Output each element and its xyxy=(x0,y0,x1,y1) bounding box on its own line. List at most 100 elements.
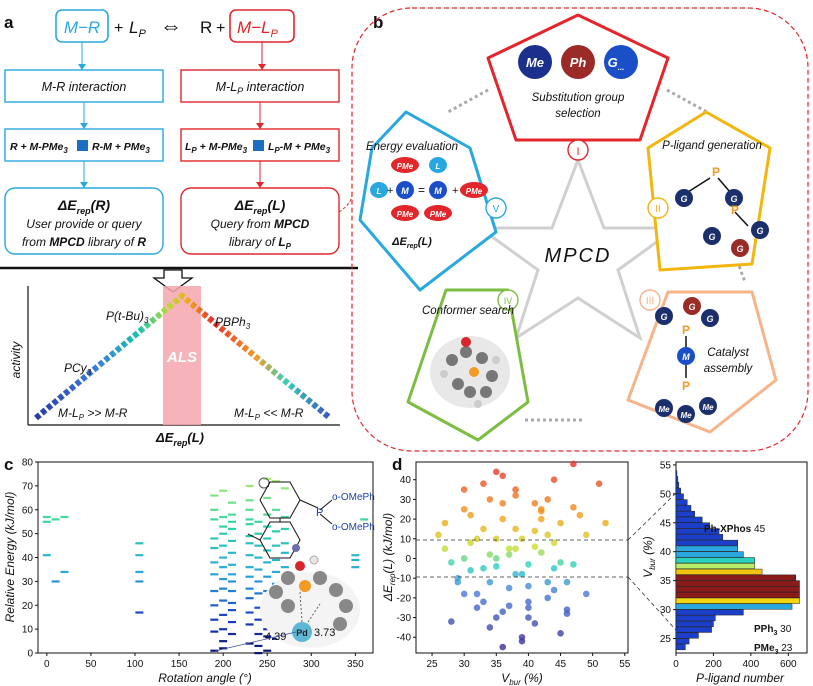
ligand-point xyxy=(518,535,526,543)
histogram-bar xyxy=(675,626,712,633)
ligand-point xyxy=(557,630,564,637)
molecule-omeph-1: o-OMePh xyxy=(332,492,375,503)
conformer-energy-mark xyxy=(227,527,236,531)
histogram-bar xyxy=(675,568,763,575)
conformer-energy-mark xyxy=(219,566,228,569)
catalyst-title-1: Catalyst xyxy=(707,347,749,359)
y-tick-label: 30 xyxy=(660,605,672,616)
conformer-energy-mark xyxy=(280,515,289,519)
p-ligand-title: P-ligand generation xyxy=(662,140,762,152)
svg-text:+: + xyxy=(387,185,393,197)
panel-label-a: a xyxy=(4,13,14,32)
erep-l-title: ΔErep(L) xyxy=(234,197,286,216)
histogram-bar xyxy=(675,510,695,517)
substitution-title-2: selection xyxy=(555,108,600,120)
panel-d-scatter-xlabel: Vbur (%) xyxy=(501,671,543,686)
panel-d-hist-ylabel: Vbur (%) xyxy=(641,536,657,578)
ligand-point xyxy=(582,531,590,539)
histogram-bar xyxy=(675,557,755,564)
histogram-bar xyxy=(675,528,720,535)
ligand-point xyxy=(493,555,500,562)
molecule-omeph-2: o-OMePh xyxy=(332,522,375,533)
ligand-point xyxy=(531,500,539,507)
conformer-energy-mark xyxy=(227,551,236,554)
numeral-v: V xyxy=(493,204,500,215)
conformer-energy-mark xyxy=(360,518,369,521)
svg-text:Me: Me xyxy=(658,405,670,414)
histogram-bar xyxy=(675,644,686,651)
conformer-energy-mark xyxy=(210,518,219,521)
histogram-bar xyxy=(675,499,688,506)
catalyst-title-2: assembly xyxy=(704,363,754,375)
panel-label-d: d xyxy=(392,455,402,474)
ligand-point xyxy=(531,543,539,550)
conformer-energy-mark xyxy=(280,551,289,554)
x-tick-label: 400 xyxy=(743,659,760,670)
histogram-bar xyxy=(675,493,684,500)
svg-text:M: M xyxy=(434,186,442,196)
ligand-point xyxy=(505,584,513,592)
svg-text:PMe: PMe xyxy=(397,162,414,171)
svg-text:Me: Me xyxy=(680,411,692,420)
conformer-energy-mark xyxy=(219,556,228,559)
y-tick-label: 10 xyxy=(22,625,34,636)
annotation-pme3: PMe3 23 xyxy=(754,643,793,656)
conformer-energy-mark xyxy=(227,620,236,624)
svg-text:PMe: PMe xyxy=(430,210,447,219)
y-tick-label: -20 xyxy=(397,593,412,604)
ligand-point xyxy=(544,594,551,602)
volcano-xlabel: ΔErep(L) xyxy=(155,430,204,448)
ligand-point xyxy=(550,539,558,547)
panel-d-hist-xlabel: P-ligand number xyxy=(696,671,785,685)
panel-d-hist-bars xyxy=(675,470,800,651)
als-region xyxy=(163,286,201,425)
ligand-point xyxy=(499,608,507,615)
conformer-energy-mark xyxy=(227,609,236,612)
ligand-point xyxy=(512,545,519,552)
conformer-energy-mark xyxy=(272,637,281,640)
ligand-point xyxy=(460,555,468,562)
ligand-point xyxy=(550,586,558,594)
ligand-point xyxy=(486,551,494,558)
annotation-pph3: PPh3 30 xyxy=(754,624,792,637)
conformer-energy-mark xyxy=(210,589,219,593)
conformer-energy-mark xyxy=(245,523,254,526)
conformer-energy-mark xyxy=(60,570,69,574)
conformer-energy-mark xyxy=(245,566,254,569)
energy-evaluation-scheme: PMe L + M PMe = L M PMe + PMe xyxy=(370,157,488,221)
ligand-point xyxy=(544,531,551,539)
x-tick-label: 50 xyxy=(85,659,97,670)
y-tick-label: 35 xyxy=(660,576,672,587)
svg-text:P: P xyxy=(712,165,720,179)
conformer-energy-mark xyxy=(272,570,281,574)
conformer-energy-mark xyxy=(280,566,289,569)
conformer-energy-mark xyxy=(254,652,263,655)
ligand-point xyxy=(480,598,487,606)
ligand-point xyxy=(512,525,519,533)
svg-text:M: M xyxy=(401,186,409,196)
plus-2: + xyxy=(216,20,225,37)
numeral-iv: IV xyxy=(504,296,513,306)
ligand-point xyxy=(576,511,584,519)
volcano-line xyxy=(34,292,332,421)
x-tick-label: 25 xyxy=(426,659,438,670)
conformer-energy-mark xyxy=(351,558,360,562)
conformer-energy-mark xyxy=(51,580,60,583)
erep-r-line2: from MPCD library of R xyxy=(22,235,146,249)
conformer-energy-mark xyxy=(210,649,219,652)
ligand-point xyxy=(518,570,526,578)
conformer-energy-mark xyxy=(219,489,228,492)
histogram-bar xyxy=(675,591,800,598)
ligand-point xyxy=(563,606,571,613)
conformer-energy-mark xyxy=(227,513,236,516)
ligand-point xyxy=(512,570,519,578)
ligand-point xyxy=(544,496,551,503)
mpcd-star xyxy=(475,155,681,342)
histogram-bar xyxy=(675,487,681,494)
conformer-energy-mark xyxy=(227,501,236,504)
conformer-energy-mark xyxy=(210,630,219,633)
numeral-iv-circle xyxy=(497,289,519,311)
conformer-energy-mark xyxy=(280,527,289,531)
